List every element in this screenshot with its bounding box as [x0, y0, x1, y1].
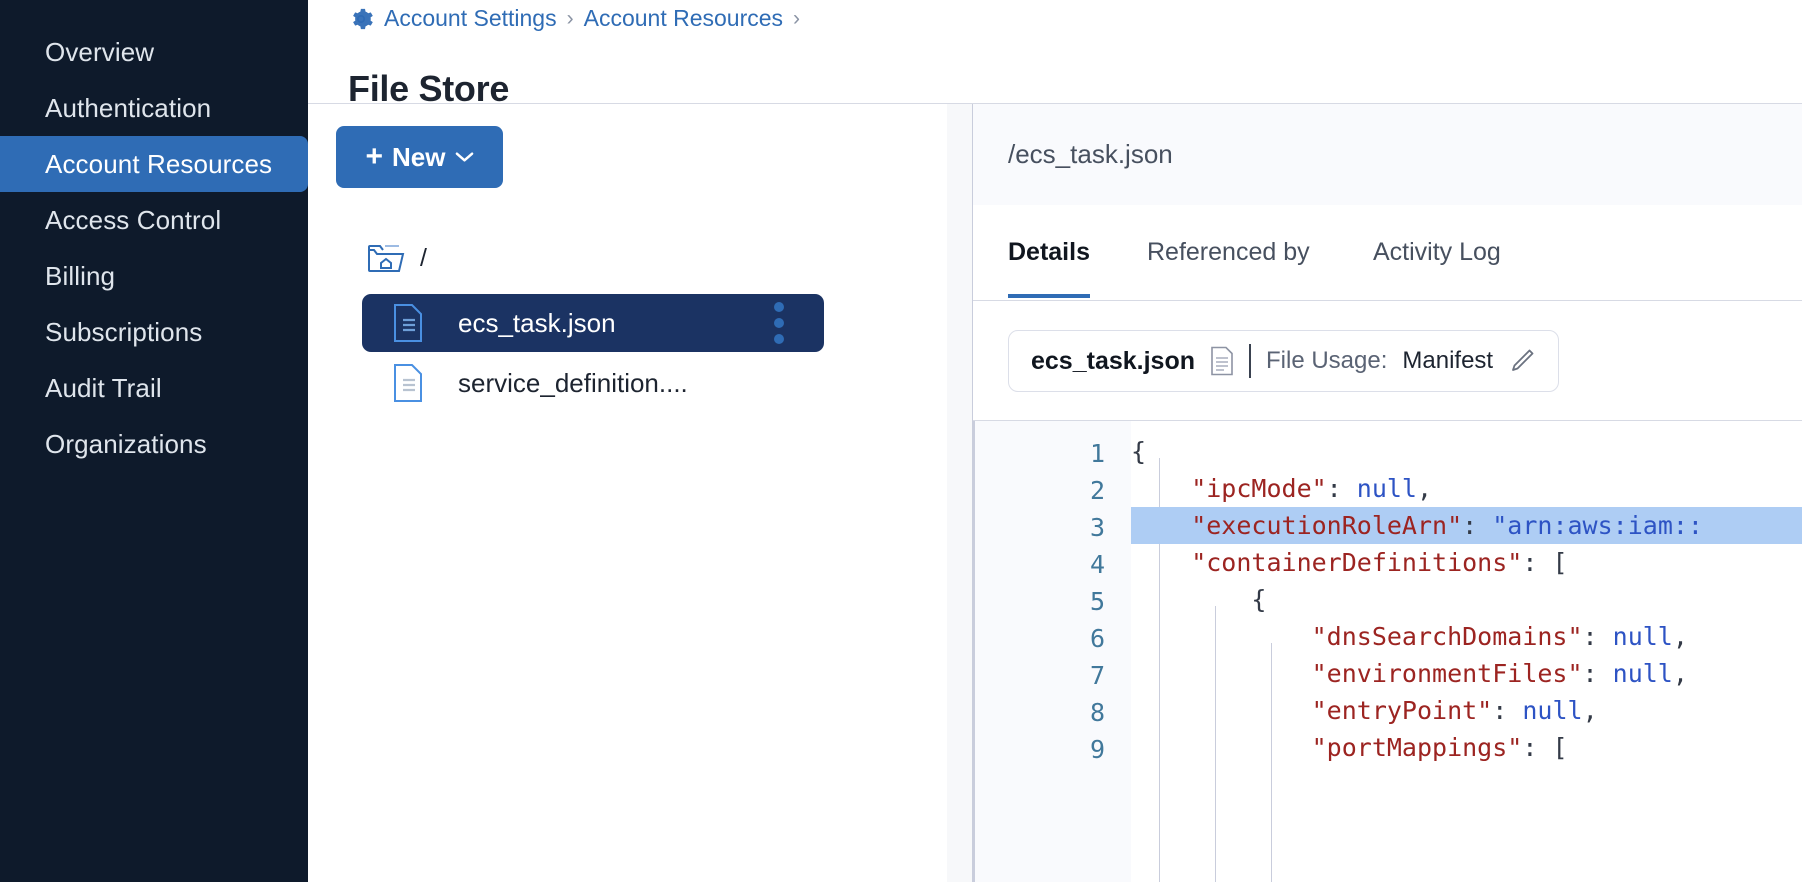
sidebar-item-label: Authentication [45, 92, 212, 123]
top-bar: Account Settings › Account Resources › F… [308, 0, 1802, 109]
breadcrumb: Account Settings › Account Resources › [348, 5, 800, 32]
line-number: 4 [1089, 550, 1105, 579]
sidebar: Overview Authentication Account Resource… [0, 0, 308, 882]
tab-details[interactable]: Details [1008, 238, 1090, 298]
code-line-8: "entryPoint": null, [1131, 696, 1598, 725]
code-editor[interactable]: 1 2 3 4 5 6 7 8 9 { "ipcMode": null, "ex… [973, 420, 1802, 882]
file-name: service_definition.... [458, 367, 688, 398]
plus-icon: + [365, 140, 384, 173]
breadcrumb-link-account-resources[interactable]: Account Resources [583, 5, 784, 31]
pencil-icon[interactable] [1508, 347, 1536, 375]
file-icon [362, 303, 424, 343]
new-button-label: New [392, 141, 446, 172]
file-icon [362, 363, 424, 403]
sidebar-item-authentication[interactable]: Authentication [0, 80, 308, 136]
tab-referenced-by[interactable]: Referenced by [1147, 238, 1310, 266]
line-number: 2 [1089, 476, 1105, 505]
line-number-gutter: 1 2 3 4 5 6 7 8 9 [973, 421, 1131, 882]
sidebar-item-organizations[interactable]: Organizations [0, 416, 308, 472]
line-number: 3 [1089, 513, 1105, 542]
sidebar-item-label: Access Control [45, 204, 222, 235]
file-tree-panel: + New / [308, 104, 947, 882]
divider [1249, 344, 1251, 378]
line-number: 6 [1089, 624, 1105, 653]
gear-icon [348, 6, 374, 32]
sidebar-item-label: Overview [45, 36, 155, 67]
code-line-7: "environmentFiles": null, [1131, 659, 1688, 688]
file-usage-card: ecs_task.json File Usage: Manifest [1008, 330, 1560, 392]
sidebar-item-subscriptions[interactable]: Subscriptions [0, 304, 308, 360]
code-line-1: { [1131, 437, 1147, 466]
tree-file-row-ecs-task[interactable]: ecs_task.json [362, 294, 824, 352]
document-icon [1210, 346, 1234, 376]
breadcrumb-separator: › [566, 6, 574, 30]
file-name: ecs_task.json [458, 307, 616, 338]
tab-activity-log[interactable]: Activity Log [1373, 238, 1501, 266]
indent-guide [1271, 643, 1272, 882]
file-path: /ecs_task.json [1008, 139, 1173, 169]
indent-guide [1215, 606, 1216, 882]
detail-tabs: Details Referenced by Activity Log [973, 205, 1802, 301]
usage-file-name: ecs_task.json [1031, 346, 1195, 375]
code-line-4: "containerDefinitions": [ [1131, 548, 1568, 577]
sidebar-item-overview[interactable]: Overview [0, 24, 308, 80]
code-line-5: { [1131, 585, 1267, 614]
sidebar-item-label: Subscriptions [45, 316, 203, 347]
sidebar-item-label: Audit Trail [45, 372, 162, 403]
usage-label: File Usage: [1266, 347, 1388, 374]
code-line-2: "ipcMode": null, [1131, 474, 1433, 503]
detail-panel: /ecs_task.json Details Referenced by Act… [973, 104, 1802, 882]
tree-root-folder[interactable]: / [366, 242, 427, 274]
indent-guide [1159, 458, 1160, 882]
chevron-down-icon [455, 151, 474, 163]
code-line-3: "executionRoleArn": "arn:aws:iam:: [1131, 507, 1802, 544]
panel-splitter[interactable] [947, 104, 973, 882]
page-title: File Store [348, 68, 510, 110]
breadcrumb-link-account-settings[interactable]: Account Settings [384, 5, 557, 31]
sidebar-item-access-control[interactable]: Access Control [0, 192, 308, 248]
folder-home-icon [366, 242, 406, 274]
line-number: 1 [1089, 439, 1105, 468]
code-line-9: "portMappings": [ [1131, 733, 1568, 762]
sidebar-item-label: Account Resources [45, 148, 273, 179]
line-number: 5 [1089, 587, 1105, 616]
kebab-menu-icon[interactable] [774, 302, 784, 344]
sidebar-item-label: Billing [45, 260, 116, 291]
line-number: 7 [1089, 661, 1105, 690]
new-button[interactable]: + New [336, 126, 503, 188]
breadcrumb-separator: › [793, 6, 801, 30]
file-path-bar: /ecs_task.json [973, 104, 1802, 205]
code-content[interactable]: { "ipcMode": null, "executionRoleArn": "… [1131, 421, 1802, 882]
sidebar-item-label: Organizations [45, 428, 207, 459]
code-line-6: "dnsSearchDomains": null, [1131, 622, 1688, 651]
sidebar-item-audit-trail[interactable]: Audit Trail [0, 360, 308, 416]
usage-value: Manifest [1402, 347, 1494, 374]
tree-root-label: / [420, 243, 427, 272]
tree-file-row-service-definition[interactable]: service_definition.... [362, 354, 824, 412]
sidebar-item-billing[interactable]: Billing [0, 248, 308, 304]
sidebar-item-account-resources[interactable]: Account Resources [0, 136, 308, 192]
line-number: 8 [1089, 698, 1105, 727]
line-number: 9 [1089, 735, 1105, 764]
